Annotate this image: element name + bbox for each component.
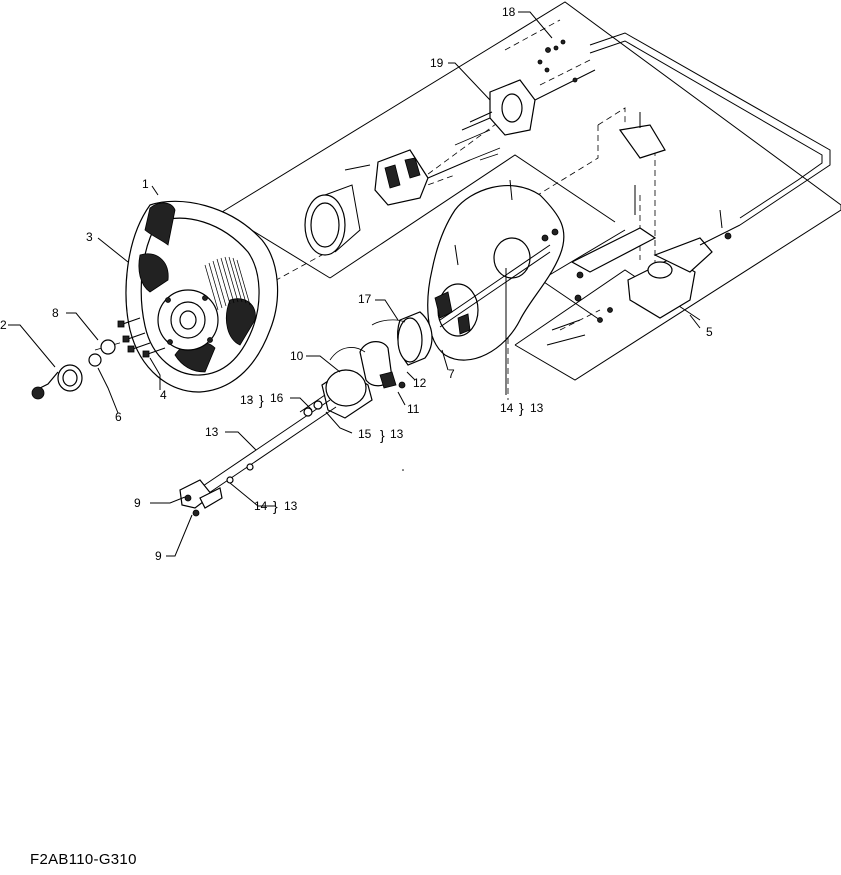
svg-text:}: }: [519, 400, 524, 416]
hub-fasteners: [31, 317, 166, 400]
svg-text:}: }: [273, 498, 278, 514]
steering-wheel: [125, 200, 279, 393]
callout-13a: 13: [240, 393, 254, 407]
column-housing: [304, 129, 501, 256]
leader-lines: [8, 11, 701, 557]
callout-13b: 13: [205, 425, 219, 439]
callout-9a: 9: [134, 496, 141, 510]
svg-text:}: }: [259, 392, 264, 408]
wheel-rim-grip-hatching: [204, 256, 251, 311]
callout-8: 8: [52, 306, 59, 320]
svg-text:}: }: [380, 427, 385, 443]
callout-1: 1: [142, 177, 149, 191]
callout-3: 3: [86, 230, 93, 244]
callout-19: 19: [430, 56, 444, 70]
callout-2: 2: [0, 318, 7, 332]
callout-17: 17: [358, 292, 372, 306]
callout-12: 12: [413, 376, 427, 390]
callout-13c: 13: [390, 427, 404, 441]
callout-4: 4: [160, 388, 167, 402]
callout-labels: 1 2 3 4 5 6 7 8 9 9 10 11 12 13 13 13 13…: [0, 5, 713, 563]
upper-bracket: [461, 39, 596, 136]
boots-and-clamps: [321, 311, 433, 419]
callout-9b: 9: [155, 549, 162, 563]
callout-13d: 13: [284, 499, 298, 513]
callout-13e: 13: [530, 401, 544, 415]
brace-marks: } } } }: [259, 392, 524, 514]
callout-7: 7: [448, 367, 455, 381]
callout-10: 10: [290, 349, 304, 363]
upper-assembly-frame: [221, 1, 841, 381]
callout-15: 15: [358, 427, 372, 441]
column-cover: [427, 179, 565, 361]
callout-11: 11: [407, 402, 420, 416]
drawing-code: F2AB110-G310: [30, 851, 137, 868]
tilt-block: [546, 112, 741, 346]
callout-6: 6: [115, 410, 122, 424]
callout-5: 5: [706, 325, 713, 339]
intermediate-shaft: [179, 394, 337, 517]
callout-16: 16: [270, 391, 284, 405]
callout-14b: 14: [254, 499, 268, 513]
callout-18: 18: [502, 5, 516, 19]
callout-14a: 14: [500, 401, 514, 415]
